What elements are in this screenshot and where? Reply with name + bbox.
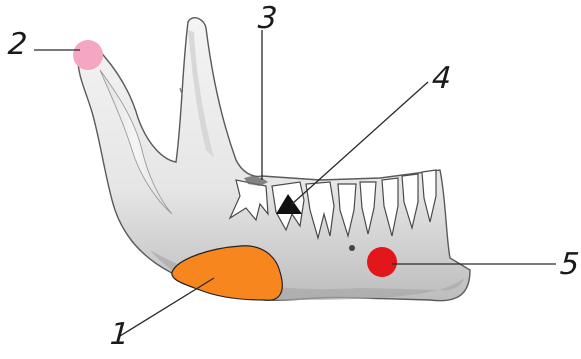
marker-5 xyxy=(367,247,397,277)
mental-foramen xyxy=(349,245,355,251)
callout-label-2: 2 xyxy=(7,30,28,60)
callout-label-3: 3 xyxy=(257,4,278,34)
callout-label-5: 5 xyxy=(559,250,580,280)
marker-2 xyxy=(73,40,103,70)
leader-line-1 xyxy=(120,278,214,336)
callout-label-4: 4 xyxy=(431,64,452,94)
callout-label-1: 1 xyxy=(109,320,130,350)
